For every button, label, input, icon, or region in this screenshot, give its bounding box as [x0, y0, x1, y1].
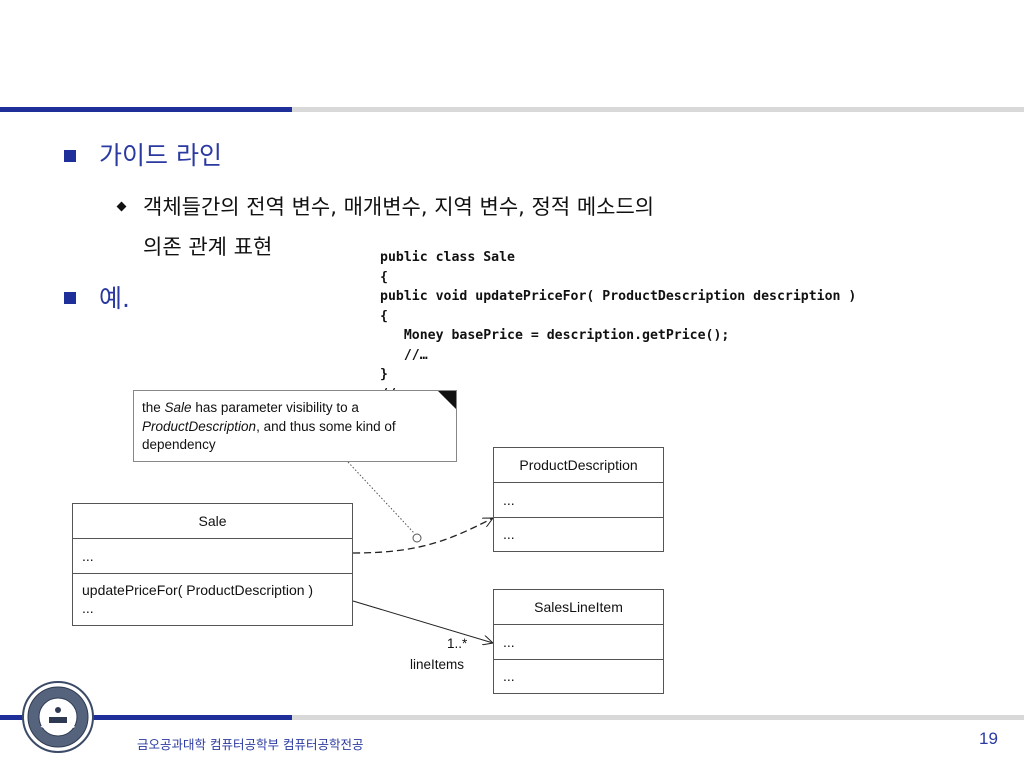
- note-anchor-circle: [412, 533, 422, 543]
- header-rule-blue: [0, 107, 292, 112]
- class-productdescription-attributes: ...: [494, 483, 663, 518]
- association-role: lineItems: [410, 657, 465, 672]
- class-saleslineitem: SalesLineItem ... ...: [493, 589, 664, 694]
- heading-example: 예.: [99, 284, 130, 313]
- header-rule-gray: [292, 107, 1024, 112]
- code-line: {: [380, 308, 388, 324]
- class-sale-name: Sale: [73, 504, 352, 539]
- class-sale-operations: updatePriceFor( ProductDescription ) ...: [73, 574, 352, 625]
- class-productdescription-name: ProductDescription: [494, 448, 663, 483]
- class-saleslineitem-name: SalesLineItem: [494, 590, 663, 625]
- note-folded-corner-icon: [438, 391, 456, 409]
- heading-guidelines: 가이드 라인: [99, 141, 222, 170]
- uml-note: the Sale has parameter visibility to a P…: [133, 390, 457, 462]
- code-listing: public class Sale { public void updatePr…: [380, 248, 980, 390]
- dependency-arrow: [352, 517, 493, 554]
- bullet-square: [64, 150, 76, 162]
- note-class-productdescription: ProductDescription: [142, 418, 257, 434]
- class-saleslineitem-attributes: ...: [494, 625, 663, 660]
- footer-rule-gray: [292, 715, 1024, 720]
- note-text-prefix: the: [142, 400, 165, 415]
- kit-logo-icon: [22, 681, 94, 753]
- code-line: //…: [380, 347, 428, 363]
- class-sale: Sale ... updatePriceFor( ProductDescript…: [72, 503, 353, 626]
- association-arrow: [352, 600, 493, 643]
- note-anchor-line: [347, 461, 415, 534]
- note-text-suffix: , and thus some kind of dependency: [142, 418, 396, 453]
- note-text-mid: has parameter visibility to a: [191, 400, 359, 415]
- bullet-square: [64, 292, 76, 304]
- code-line: //: [380, 385, 980, 391]
- subbullet-line-2: 의존 관계 표현: [143, 235, 273, 259]
- class-sale-method-more: ...: [82, 600, 94, 616]
- class-sale-method: updatePriceFor( ProductDescription ): [82, 582, 314, 598]
- class-sale-attributes: ...: [73, 539, 352, 574]
- class-productdescription-operations: ...: [503, 526, 515, 542]
- footer-rule-blue: [0, 715, 292, 720]
- association-multiplicity: 1..*: [447, 636, 468, 651]
- code-line: {: [380, 269, 388, 285]
- subbullet-line-1: 객체들간의 전역 변수, 매개변수, 지역 변수, 정적 메소드의: [143, 195, 655, 219]
- code-line: public class Sale: [380, 250, 515, 265]
- footer-department: 금오공과대학 컴퓨터공학부 컴퓨터공학전공: [137, 737, 364, 752]
- code-line: Money basePrice = description.getPrice()…: [380, 328, 730, 343]
- note-class-sale: Sale: [164, 400, 192, 415]
- class-saleslineitem-operations: ...: [503, 668, 515, 684]
- code-line: }: [380, 367, 388, 382]
- page-number: 19: [979, 729, 998, 748]
- code-line: public void updatePriceFor( ProductDescr…: [380, 289, 857, 304]
- bullet-diamond: [116, 201, 127, 212]
- class-productdescription: ProductDescription ... ...: [493, 447, 664, 552]
